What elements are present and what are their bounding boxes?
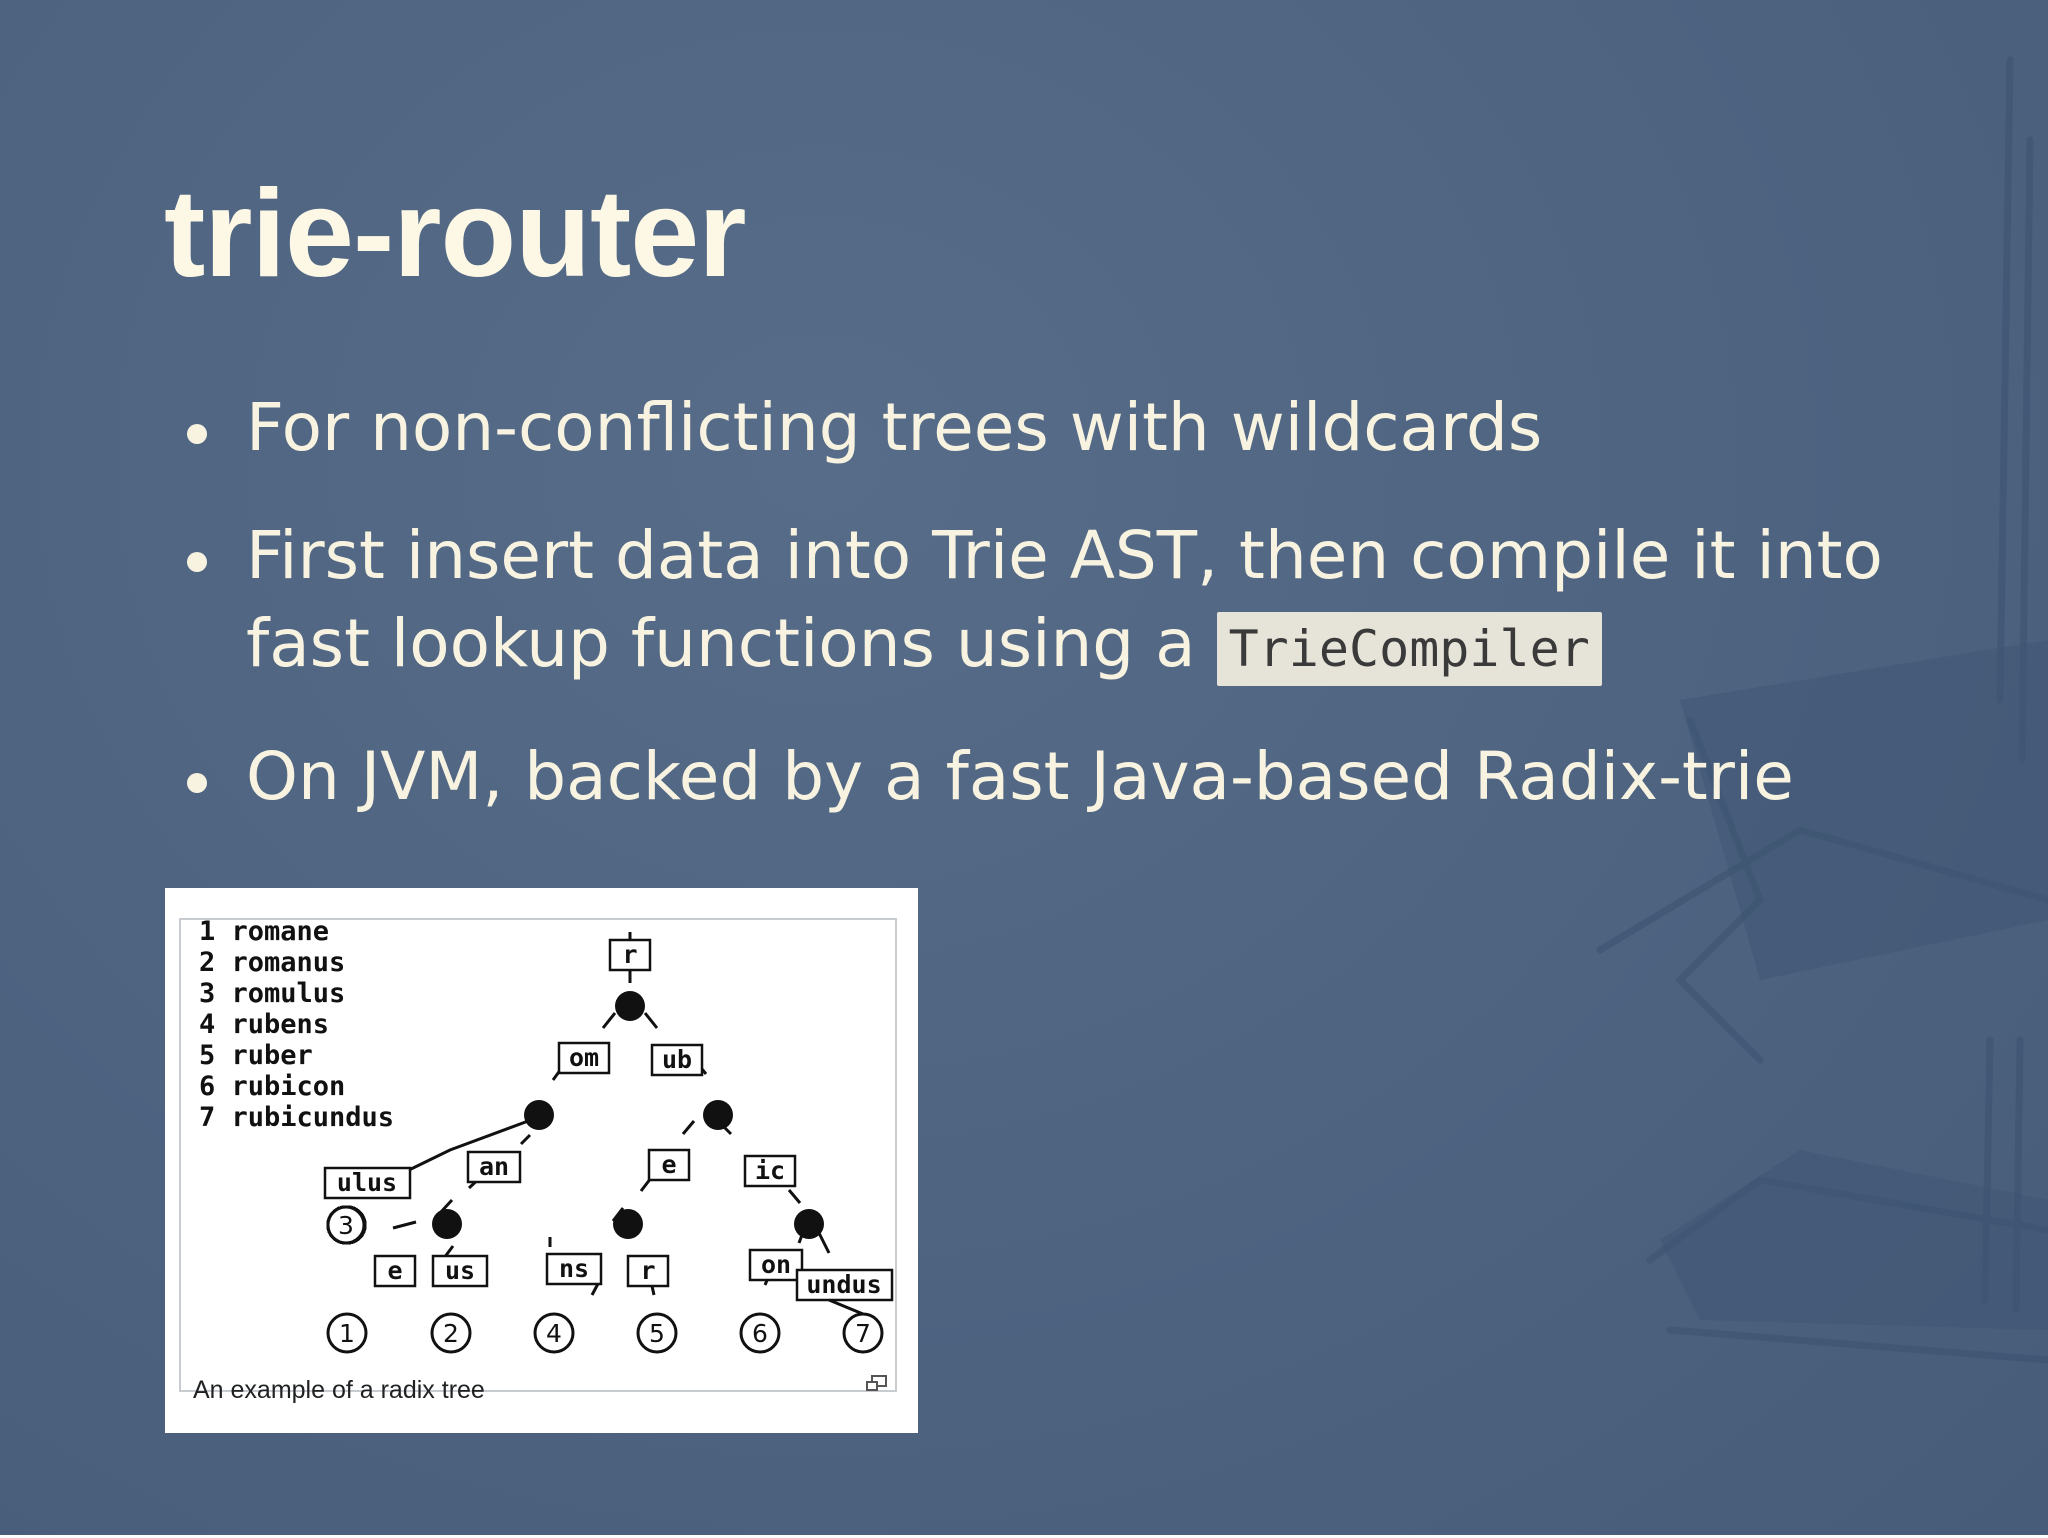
- slide-title: trie-router: [164, 165, 747, 303]
- edge-label: ub: [662, 1045, 692, 1074]
- tree-node: [615, 991, 645, 1021]
- edge-label: us: [445, 1256, 475, 1285]
- edge-label: om: [569, 1043, 599, 1072]
- tree-node: [703, 1100, 733, 1130]
- bullet-item: For non-conflicting trees with wildcards: [187, 384, 1920, 472]
- tree-node: [613, 1209, 643, 1239]
- edge-label: r: [622, 940, 637, 969]
- code-snippet: TrieCompiler: [1216, 612, 1602, 686]
- edge-label: an: [479, 1152, 509, 1181]
- edge-label: ns: [559, 1254, 589, 1283]
- bullet-item: First insert data into Trie AST, then co…: [187, 512, 1920, 693]
- word-list-item: 3 romulus: [199, 978, 345, 1009]
- leaf-label: 5: [649, 1319, 665, 1348]
- leaf-node: [533, 1312, 575, 1354]
- figure-caption: An example of a radix tree: [193, 1376, 485, 1404]
- edge-label: on: [761, 1250, 791, 1279]
- leaf-label: 3: [338, 1211, 354, 1240]
- edge-label: ulus: [337, 1168, 397, 1197]
- leaf-node: [739, 1312, 781, 1354]
- leaf-label: 1: [339, 1319, 355, 1348]
- tree-node: [432, 1209, 462, 1239]
- word-list-item: 7 rubicundus: [199, 1102, 394, 1133]
- word-list-item: 1 romane: [199, 916, 329, 947]
- leaf-label: 6: [752, 1319, 768, 1348]
- bullet-text: On JVM, backed by a fast Java-based Radi…: [246, 738, 1794, 815]
- radix-tree-figure: 1 romane 2 romanus 3 romulus 4 rubens 5 …: [165, 888, 918, 1433]
- bullet-item: On JVM, backed by a fast Java-based Radi…: [187, 733, 1920, 821]
- word-list-item: 2 romanus: [199, 947, 345, 978]
- leaf-node: [430, 1312, 472, 1354]
- word-list-item: 6 rubicon: [199, 1071, 345, 1102]
- enlarge-icon[interactable]: [865, 1374, 889, 1394]
- tree-node: [524, 1100, 554, 1130]
- edge-label: e: [661, 1150, 676, 1179]
- bullet-text: First insert data into Trie AST, then co…: [246, 517, 1883, 682]
- edge-label: ic: [755, 1156, 785, 1185]
- word-list-item: 5 ruber: [199, 1040, 313, 1071]
- bullet-list: For non-conflicting trees with wildcards…: [187, 384, 1920, 861]
- leaf-label: 2: [443, 1319, 459, 1348]
- bullet-text: For non-conflicting trees with wildcards: [246, 389, 1543, 466]
- leaf-node: [326, 1205, 366, 1245]
- edge-label: undus: [806, 1270, 881, 1299]
- word-list-item: 4 rubens: [199, 1009, 329, 1040]
- edge-label: e: [387, 1256, 402, 1285]
- radix-tree-leaves: 1 2 3 4 5 6 7: [326, 1205, 884, 1354]
- edge-label: r: [640, 1256, 655, 1285]
- leaf-node: [326, 1312, 368, 1354]
- leaf-node: [636, 1312, 678, 1354]
- leaf-label: 4: [546, 1319, 562, 1348]
- tree-node: [794, 1209, 824, 1239]
- leaf-label: 7: [855, 1319, 871, 1348]
